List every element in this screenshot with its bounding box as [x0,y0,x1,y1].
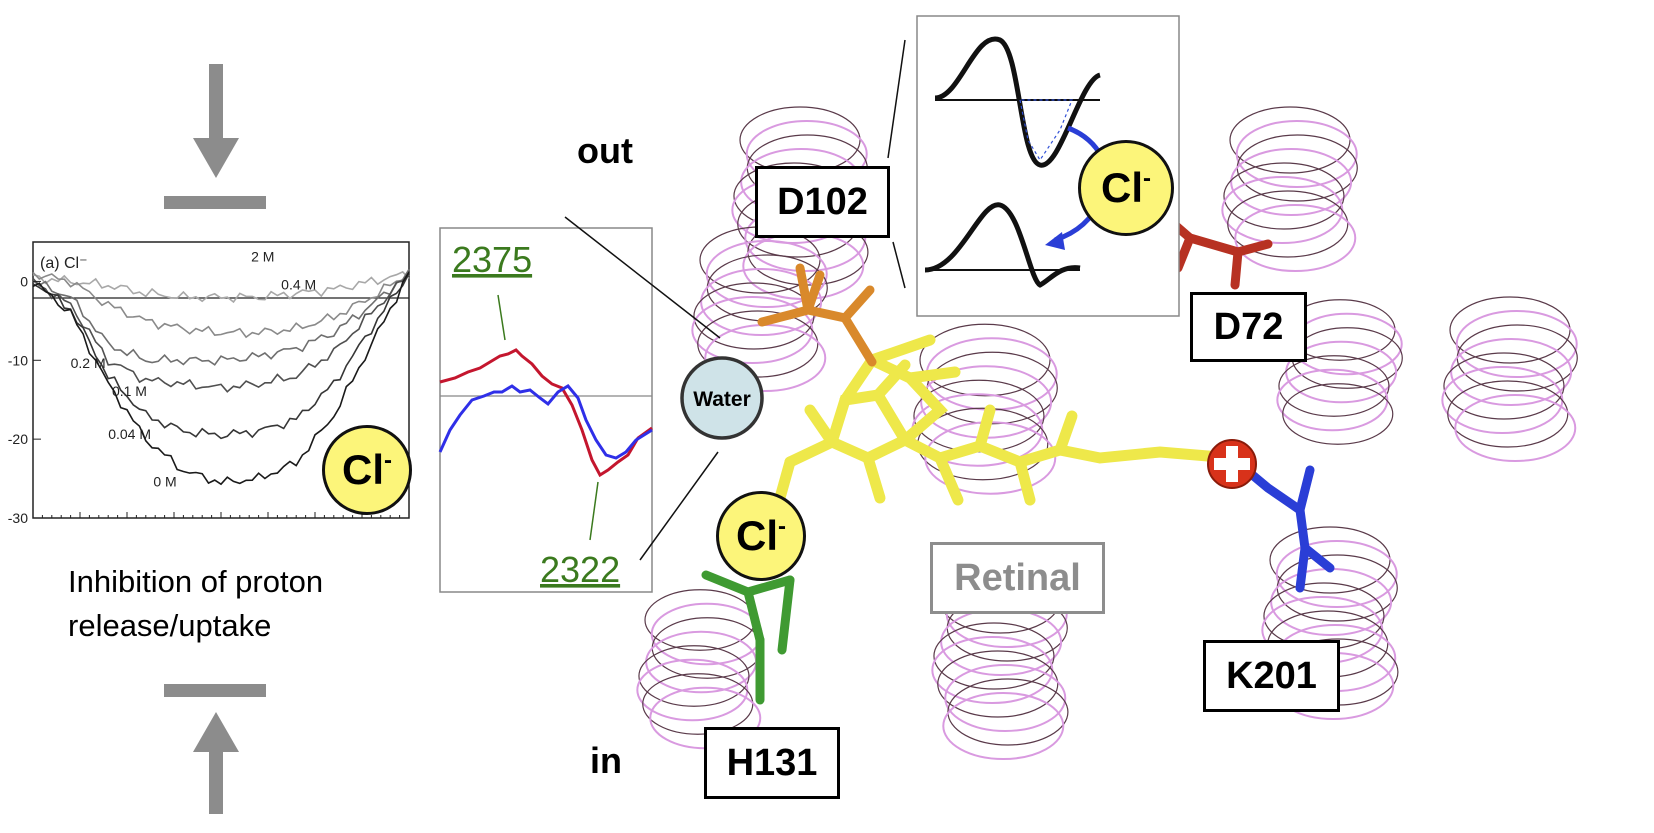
chloride-ion-outer: Cl- [1078,140,1174,236]
y-tick-label: 0 [20,273,28,289]
helix-coil [700,268,823,336]
chloride-ion-chart: Cl- [322,425,412,515]
y-tick-label: -20 [8,431,28,447]
helix-coil [944,664,1067,732]
series-line-1 [32,271,410,339]
water-molecule: Water [680,356,764,440]
helix-coil [645,630,758,694]
chloride-label: Cl [736,512,778,559]
chart-ticks-group: 0 -10 -20 -30 [8,273,401,526]
retinal-label: Retinal [930,542,1105,614]
series-label-0: 2 M [251,249,274,265]
helix-coil [942,692,1065,760]
blue-difference-curve [438,384,653,460]
titration-chart: 2 M0.4 M0.2 M0.1 M0.04 M0 M 0-10-20-30 (… [8,241,410,526]
series-line-5 [32,271,410,486]
y-tick-label: -30 [8,510,28,526]
top-inhibition-arrow [164,64,266,209]
chart-series-group: 2 M0.4 M0.2 M0.1 M0.04 M0 M [32,249,410,489]
y-tick-label: -10 [8,352,28,368]
series-label-3: 0.1 M [112,383,147,399]
helix-coil [1230,148,1353,216]
helix-coil [1443,352,1565,420]
upper-spectrum-curve [934,36,1102,168]
series-line-4 [32,272,410,440]
d72-label: D72 [1190,292,1307,362]
helix-coil [705,240,828,308]
k201-residue [1227,453,1335,593]
helix-coil [937,650,1059,718]
leader-lines [564,39,906,561]
bottom-inhibition-arrow [164,684,266,814]
spectrum-inset [438,227,653,593]
water-label: Water [693,388,751,411]
helix-coil [636,658,749,722]
helix-coil [1278,355,1390,417]
chloride-charge: - [1143,165,1151,192]
chloride-charge: - [384,447,392,474]
helix-coil [1276,368,1389,432]
peak-label-2375: 2375 [452,239,532,280]
h131-residue [701,570,795,705]
series-label-5: 0 M [153,473,176,489]
series-label-4: 0.04 M [108,426,151,442]
helix-coil [638,645,750,707]
helix-coil [650,602,763,666]
helix-coil [642,673,754,735]
helix-coil [1223,162,1345,230]
chart-title: (a) Cl⁻ [40,255,88,272]
helix-coil [919,323,1051,397]
helix-coil [1447,380,1569,448]
inhibition-caption: Inhibition of proton release/uptake [68,560,398,648]
series-label-1: 0.4 M [281,276,316,292]
helix-coil [1455,310,1578,378]
helix-coil [693,282,815,350]
helix-coil [1227,190,1349,258]
lower-spectrum-curve [924,202,1081,288]
in-side-label: in [590,740,622,781]
chloride-label: Cl [1101,164,1143,211]
chart-labels-group: (a) Cl⁻ [40,255,88,272]
helix-coil [1454,394,1577,462]
h131-label: H131 [704,727,840,799]
red-difference-curve [439,348,653,478]
chloride-charge: - [778,513,786,540]
helix-coil [1285,340,1398,404]
helix-coil [1291,327,1403,389]
inhibition-line-2: release/uptake [68,608,272,643]
inhibition-line-1: Inhibition of proton [68,564,324,599]
plus-charge-icon [1207,439,1257,489]
chloride-ion-inner: Cl- [716,491,806,581]
series-line-0 [32,270,410,304]
d102-residue [757,263,877,367]
helix-coil [1290,312,1403,376]
d102-label: D102 [755,166,890,238]
helix-coil [1235,120,1358,188]
helix-coil [933,622,1055,690]
helix-coil [1234,204,1357,272]
peak-label-2322: 2322 [540,549,620,590]
series-line-2 [32,268,410,366]
helix-coil [1275,540,1398,608]
chloride-label: Cl [342,446,384,493]
series-line-3 [32,272,410,393]
helix-coil [651,617,763,679]
helix-coil [1450,338,1573,406]
out-side-label: out [577,130,633,171]
helix-coil [1282,383,1394,445]
k201-label: K201 [1203,640,1340,712]
